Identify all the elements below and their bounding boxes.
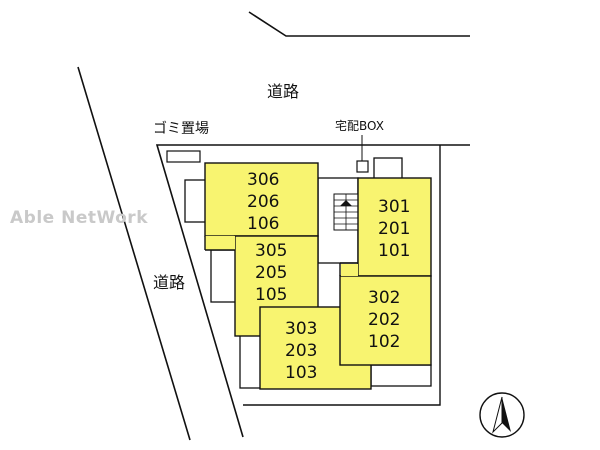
road-edge-left [77,66,191,441]
unit-306: 306 [247,170,279,190]
unit-201: 201 [378,219,410,239]
unit-105: 105 [255,285,287,305]
parking-low [239,332,262,389]
unit-block-e [339,275,432,366]
parking-mid [210,249,237,303]
unit-block-a [204,162,319,237]
watermark: Able NetWork [10,208,148,228]
unit-block-b-ext [205,236,235,250]
garbage-area [166,150,201,163]
delivery-box-label: 宅配BOX [335,118,384,133]
unit-103: 103 [285,363,317,383]
box-top-right [373,157,403,180]
unit-202: 202 [368,310,400,330]
stairs-icon [333,193,359,231]
unit-206: 206 [247,192,279,212]
unit-block-d [357,177,432,277]
unit-102: 102 [368,332,400,352]
delivery-box [356,160,369,173]
unit-106: 106 [247,214,279,234]
unit-101: 101 [378,241,410,261]
unit-303: 303 [285,319,317,339]
parking-left [184,179,208,223]
unit-301: 301 [378,197,410,217]
unit-205: 205 [255,263,287,283]
garbage-label: ゴミ置場 [153,120,209,137]
unit-203: 203 [285,341,317,361]
road-label-top: 道路 [267,82,299,101]
unit-305: 305 [255,241,287,261]
road-edge-top [248,11,470,37]
parking-right [370,364,432,387]
road-label-left: 道路 [153,273,185,292]
north-arrow-icon [479,392,525,438]
site-boundary-inner [243,145,441,406]
site-boundary-line [155,144,470,438]
unit-302: 302 [368,288,400,308]
